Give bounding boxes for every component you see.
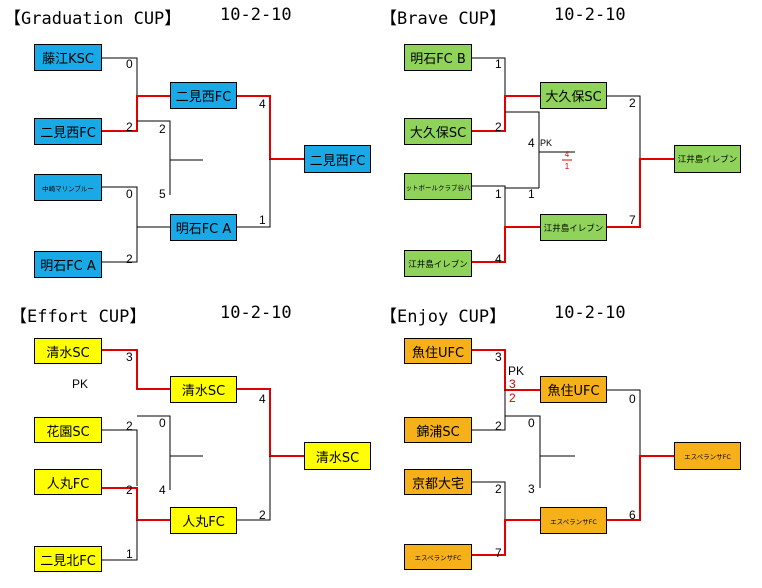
cup-date: 10-2-10 <box>220 303 292 323</box>
bracket-lines <box>102 349 304 561</box>
pk-label: PK <box>72 377 89 391</box>
pk-label: PK <box>508 364 525 378</box>
team-box: フットボールクラブ谷八木 <box>404 173 472 200</box>
score: 3 <box>528 482 535 496</box>
score: 6 <box>629 508 636 522</box>
score: 1 <box>495 57 502 71</box>
team-box: 大久保SC <box>404 118 472 145</box>
pk-score: 2 <box>509 391 516 405</box>
team-box: 京都大宅 <box>404 469 472 495</box>
bracket-lines <box>472 57 674 263</box>
pk-score: 3 <box>509 377 516 391</box>
score: 4 <box>259 97 266 111</box>
score: 3 <box>495 350 502 364</box>
team-box: 大久保SC <box>540 82 607 109</box>
pk-score: 4 <box>564 150 570 159</box>
score: 5 <box>159 187 166 201</box>
score: 0 <box>126 57 133 71</box>
champion-box: 二見西FC <box>304 145 371 173</box>
score: 2 <box>126 120 133 134</box>
team-box: 二見西FC <box>170 82 237 109</box>
score: 2 <box>126 483 133 497</box>
team-box: 人丸FC <box>34 469 102 495</box>
team-box: 花園SC <box>34 417 102 443</box>
team-box: 錦浦SC <box>404 417 472 443</box>
cup-title: 【Enjoy CUP】 <box>380 307 507 327</box>
score: 4 <box>159 483 166 497</box>
champion-box: エスペランサFC <box>674 442 741 470</box>
team-box: 清水SC <box>170 376 237 403</box>
score: 0 <box>126 187 133 201</box>
score: 0 <box>629 392 636 406</box>
score: 2 <box>495 482 502 496</box>
score: 3 <box>126 350 133 364</box>
score: 2 <box>126 419 133 433</box>
team-box: 明石FC A <box>170 214 237 241</box>
team-box: 二見西FC <box>34 118 102 145</box>
team-box: エスペランサFC <box>540 507 607 534</box>
cup-date: 10-2-10 <box>220 5 292 25</box>
cup-title: 【Effort CUP】 <box>10 307 147 327</box>
score: 2 <box>159 122 166 136</box>
cup-date: 10-2-10 <box>554 5 626 25</box>
team-box: 中崎マリンブルー <box>34 174 102 201</box>
cup-title: 【Brave CUP】 <box>380 9 507 29</box>
team-box: 明石FC B <box>404 44 472 71</box>
score: 2 <box>495 120 502 134</box>
team-box: 魚住UFC <box>540 376 607 403</box>
score: 2 <box>259 508 266 522</box>
score: 1 <box>528 187 535 201</box>
team-box: エスペランサFC <box>404 544 472 570</box>
bracket-enjoy: 【Enjoy CUP】 10-2-10 魚住UFC 錦浦SC 京都大宅 エスペラ… <box>370 298 750 588</box>
pk-score: 1 <box>564 162 570 171</box>
score: 2 <box>495 419 502 433</box>
champion-box: 清水SC <box>304 442 371 470</box>
team-box: 魚住UFC <box>404 338 472 364</box>
score: 0 <box>528 416 535 430</box>
score: 4 <box>259 392 266 406</box>
score: 2 <box>126 252 133 266</box>
score: 7 <box>629 213 636 227</box>
score: 4 <box>495 252 502 266</box>
team-box: 江井島イレブン <box>404 250 472 277</box>
score: 4 <box>528 136 535 150</box>
score: 7 <box>495 546 502 560</box>
bracket-brave: 【Brave CUP】 10-2-10 明石FC B 大久保SC フットボールク… <box>370 0 750 290</box>
team-box: 二見北FC <box>34 546 102 572</box>
champion-box: 江井島イレブン <box>674 145 741 173</box>
team-box: 人丸FC <box>170 507 237 534</box>
cup-date: 10-2-10 <box>554 303 626 323</box>
bracket-graduation: 【Graduation CUP】 10-2-10 藤江KSC 二見西FC 中崎マ… <box>0 0 380 290</box>
team-box: 江井島イレブン <box>540 214 607 241</box>
team-box: 藤江KSC <box>34 44 102 71</box>
team-box: 清水SC <box>34 338 102 364</box>
score: 1 <box>126 547 133 561</box>
team-box: 明石FC A <box>34 251 102 278</box>
score: 0 <box>159 416 166 430</box>
score: 2 <box>629 96 636 110</box>
score: 1 <box>495 187 502 201</box>
score: 1 <box>259 213 266 227</box>
bracket-lines <box>102 57 304 263</box>
pk-label: PK <box>540 138 553 148</box>
cup-title: 【Graduation CUP】 <box>4 9 182 29</box>
bracket-effort: 【Effort CUP】 10-2-10 清水SC PK 花園SC 人丸FC 二… <box>0 298 380 588</box>
bracket-lines <box>472 349 674 556</box>
